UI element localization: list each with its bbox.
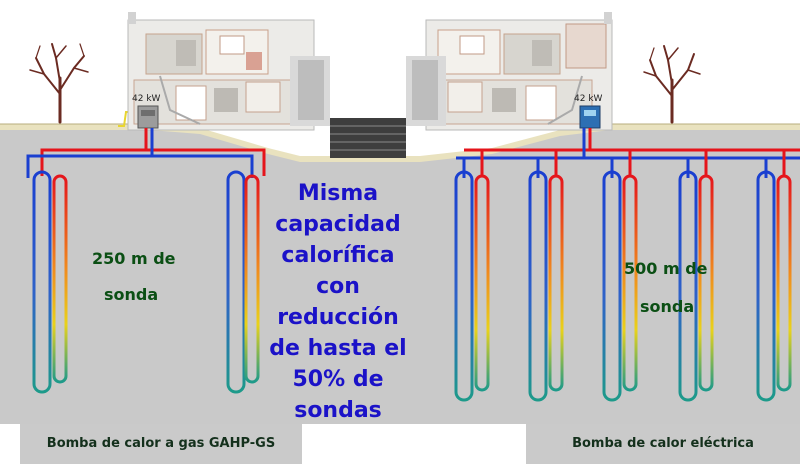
comparison-message: Misma capacidad calorífica con reducción… xyxy=(228,178,448,426)
ground-probe xyxy=(528,170,564,402)
right-probe-length: 500 m de xyxy=(624,259,708,278)
ground-probe xyxy=(454,170,490,402)
probe-supply-loop xyxy=(622,174,638,392)
probe-supply-loop xyxy=(52,174,68,384)
return-header xyxy=(456,128,800,160)
footer-gas-heat-pump: Bomba de calor a gas GAHP-GS xyxy=(20,424,302,464)
probe-return-loop xyxy=(454,170,474,402)
tree-right xyxy=(643,45,701,124)
supply-header xyxy=(40,128,266,176)
probe-supply-loop xyxy=(244,174,260,384)
message-line: 50% de xyxy=(292,367,384,392)
probe-supply-loop xyxy=(698,174,714,392)
ground-probe xyxy=(226,170,260,394)
tree-left xyxy=(29,43,89,124)
message-line: reducción xyxy=(277,305,399,330)
supply-header xyxy=(464,128,800,152)
probe-supply-loop xyxy=(548,174,564,392)
probe-return-loop xyxy=(32,170,52,394)
electric-heat-pump-unit xyxy=(579,105,601,129)
central-pit xyxy=(330,118,406,158)
left-house xyxy=(127,12,330,131)
probe-supply-loop xyxy=(474,174,490,392)
message-line: calorífica xyxy=(281,243,395,268)
message-line: sondas xyxy=(294,398,382,423)
message-line: Misma xyxy=(297,181,379,206)
ground-probe xyxy=(32,170,68,394)
left-power-label: 42 kW xyxy=(132,94,161,104)
probe-return-loop xyxy=(226,170,246,394)
message-line: de hasta el xyxy=(269,336,407,361)
return-header xyxy=(26,128,254,178)
left-probe-unit: sonda xyxy=(104,285,159,304)
message-line: capacidad xyxy=(275,212,401,237)
message-line: con xyxy=(316,274,360,299)
left-probe-field xyxy=(26,128,266,394)
ground-probe xyxy=(602,170,638,402)
footer-electric-heat-pump: Bomba de calor eléctrica xyxy=(526,424,800,464)
probe-return-loop xyxy=(528,170,548,402)
ground-probe xyxy=(678,170,714,402)
right-probe-field xyxy=(454,128,800,402)
probe-return-loop xyxy=(756,170,776,402)
gas-heat-pump-unit xyxy=(137,105,159,129)
ground xyxy=(0,111,800,424)
probe-supply-loop xyxy=(776,174,792,392)
right-probe-unit: sonda xyxy=(640,297,695,316)
ground-probe xyxy=(756,170,792,402)
probe-return-loop xyxy=(602,170,622,402)
left-probe-length: 250 m de xyxy=(92,249,176,268)
right-power-label: 42 kW xyxy=(574,94,603,104)
probe-return-loop xyxy=(678,170,698,402)
